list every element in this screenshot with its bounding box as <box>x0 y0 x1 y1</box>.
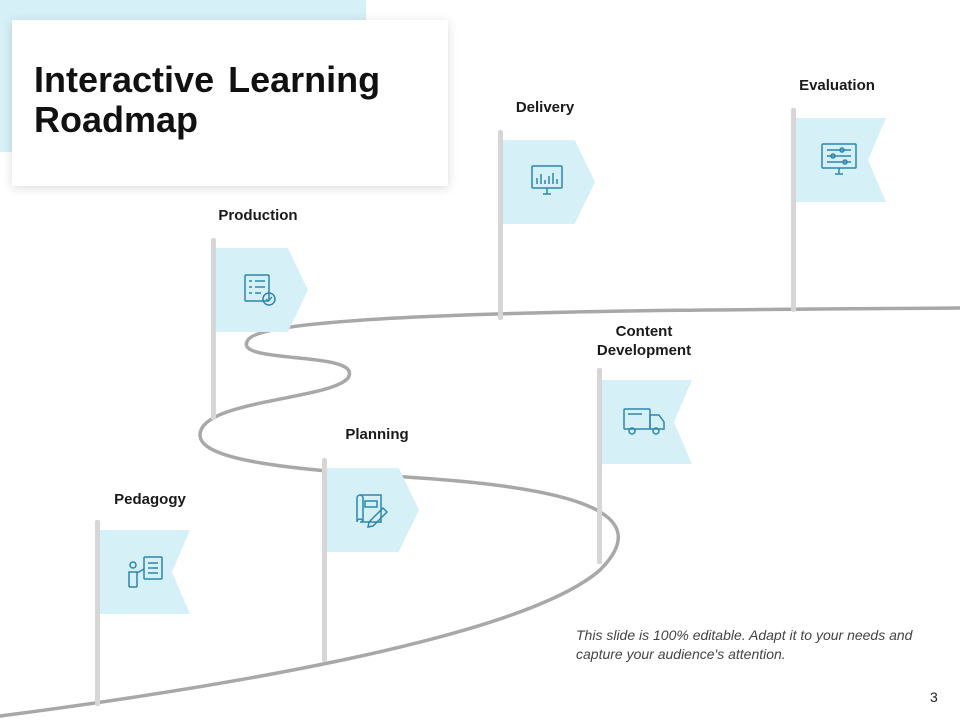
title-card: Interactive Learning Roadmap <box>12 20 448 186</box>
editable-note: This slide is 100% editable. Adapt it to… <box>576 627 913 662</box>
flag-pole-evaluation <box>791 108 796 312</box>
flag-production <box>216 248 308 332</box>
monitor-sliders-icon <box>821 143 857 175</box>
flag-pole-production <box>211 238 216 420</box>
stage-label-planning: Planning <box>345 426 409 443</box>
flag-planning <box>327 468 419 552</box>
flag-pole-content-development <box>597 368 602 564</box>
delivery-truck-icon <box>623 408 665 435</box>
monitor-chart-icon <box>531 165 563 195</box>
stage-label-production: Production <box>218 207 298 224</box>
stage-label-pedagogy: Pedagogy <box>114 491 186 508</box>
flag-pole-delivery <box>498 130 503 320</box>
stage-label-evaluation: Evaluation <box>799 77 875 94</box>
blueprint-pencil-icon <box>356 494 389 528</box>
flag-pole-pedagogy <box>95 520 100 706</box>
checklist-icon <box>244 274 276 306</box>
teacher-board-icon <box>128 556 163 588</box>
flag-delivery <box>503 140 595 224</box>
stage-label-delivery: Delivery <box>515 99 575 116</box>
stage-label-content-development: Content Development <box>596 323 692 359</box>
flag-pole-planning <box>322 458 327 662</box>
page-title: Interactive Learning Roadmap <box>34 59 381 140</box>
page-number: 3 <box>930 689 938 705</box>
